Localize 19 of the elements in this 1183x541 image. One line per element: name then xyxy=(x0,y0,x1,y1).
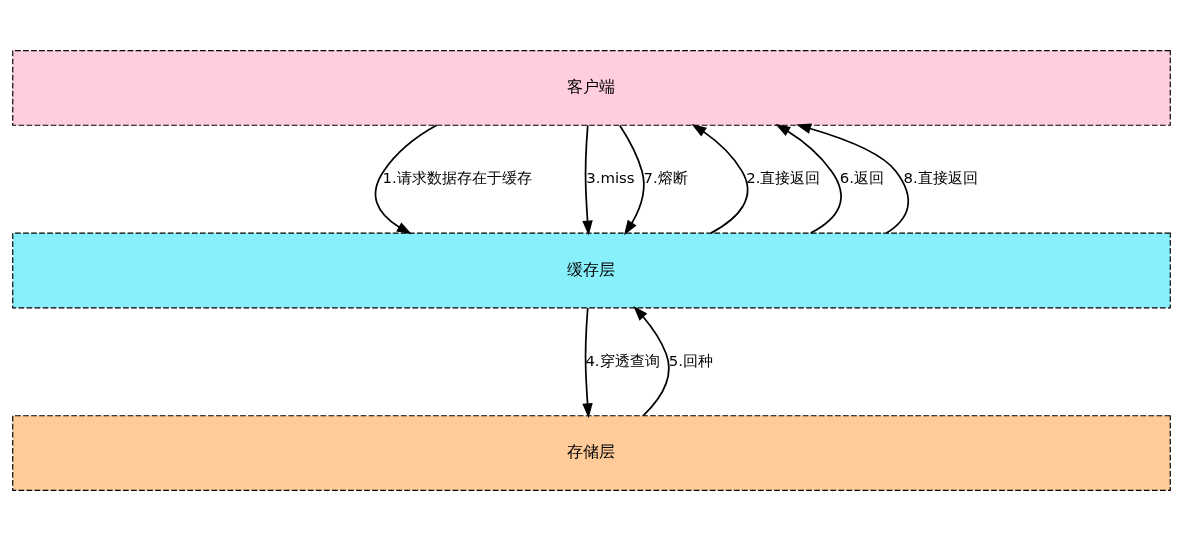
arrow xyxy=(775,124,842,234)
arrow xyxy=(691,123,749,234)
edge-label: 8.直接返回 xyxy=(903,169,978,188)
arrow xyxy=(633,306,670,417)
arrow xyxy=(374,124,438,235)
edge-label: 1.请求数据存在于缓存 xyxy=(382,169,532,188)
edge-label: 7.熔断 xyxy=(643,169,688,188)
arrow xyxy=(619,124,645,236)
edge-label: 6.返回 xyxy=(839,169,885,188)
arrow xyxy=(582,307,593,419)
arrow xyxy=(582,124,593,236)
node-box: 客户端 xyxy=(12,50,1171,126)
node-box: 存储层 xyxy=(12,415,1171,491)
arrow xyxy=(796,123,910,234)
edge-label: 3.miss xyxy=(586,169,635,188)
node-box: 缓存层 xyxy=(12,232,1171,309)
edge-label: 4.穿透查询 xyxy=(585,351,660,370)
edge-label: 5.回种 xyxy=(668,351,713,370)
edge-label: 2.直接返回 xyxy=(746,169,821,188)
